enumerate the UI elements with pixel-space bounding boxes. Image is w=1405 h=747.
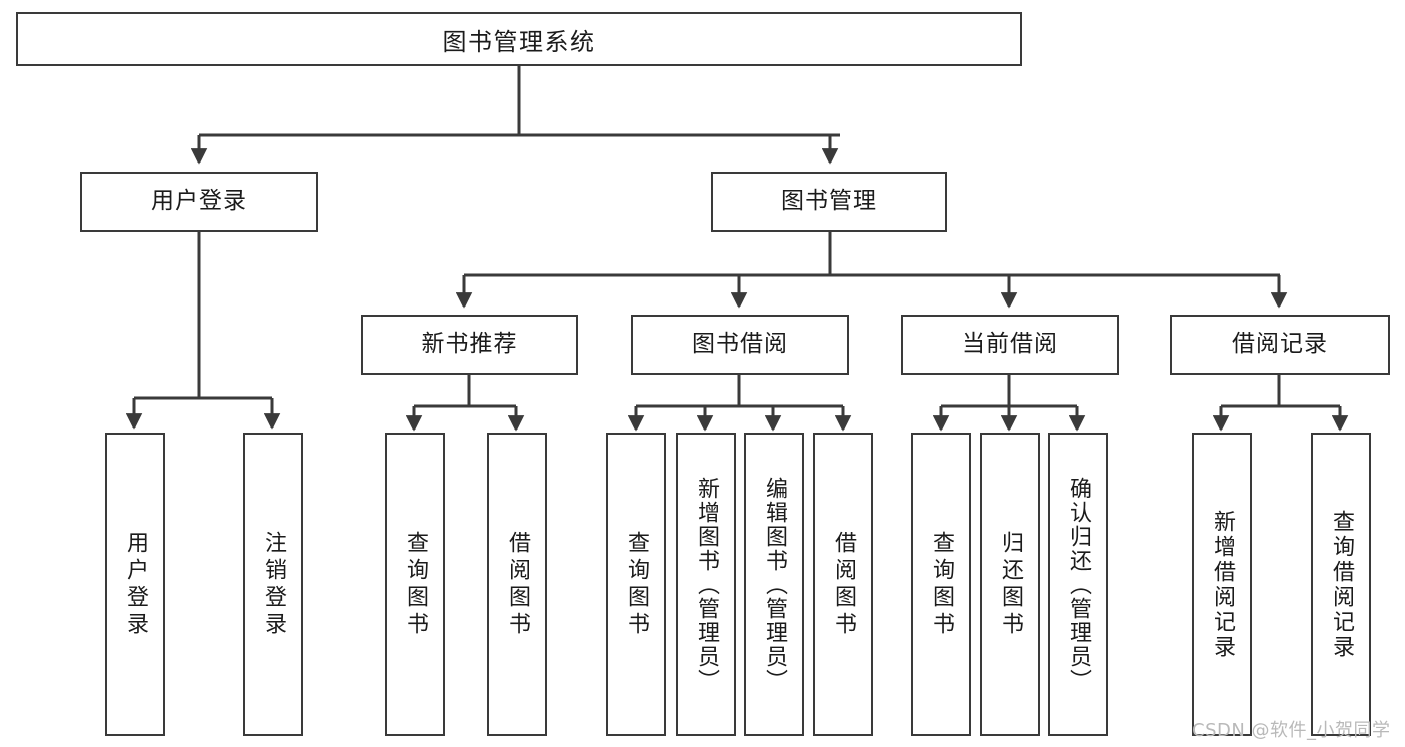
leaf-query-book-recommend[interactable]: 查询图书 <box>385 433 445 736</box>
node-current-borrow[interactable]: 当前借阅 <box>901 315 1119 375</box>
leaf-label: 查询借阅记录 <box>1329 509 1354 660</box>
leaf-label: 查询图书 <box>929 530 954 639</box>
leaf-query-book-borrow[interactable]: 查询图书 <box>606 433 666 736</box>
leaf-add-book-admin[interactable]: 新增图书（管理员） <box>676 433 736 736</box>
leaf-logout-login[interactable]: 注销登录 <box>243 433 303 736</box>
leaf-label: 查询图书 <box>403 530 428 639</box>
leaf-query-borrow-record[interactable]: 查询借阅记录 <box>1311 433 1371 736</box>
node-book-manage[interactable]: 图书管理 <box>711 172 947 232</box>
leaf-label: 新增图书（管理员） <box>694 476 719 693</box>
leaf-user-login[interactable]: 用户登录 <box>105 433 165 736</box>
leaf-confirm-return-admin[interactable]: 确认归还（管理员） <box>1048 433 1108 736</box>
node-borrow-record[interactable]: 借阅记录 <box>1170 315 1390 375</box>
leaf-borrow-book-borrow[interactable]: 借阅图书 <box>813 433 873 736</box>
node-book-borrow[interactable]: 图书借阅 <box>631 315 849 375</box>
leaf-label: 注销登录 <box>261 530 286 639</box>
leaf-edit-book-admin[interactable]: 编辑图书（管理员） <box>744 433 804 736</box>
leaf-label: 借阅图书 <box>831 530 856 639</box>
node-user-login[interactable]: 用户登录 <box>80 172 318 232</box>
leaf-label: 归还图书 <box>998 530 1023 639</box>
leaf-return-book[interactable]: 归还图书 <box>980 433 1040 736</box>
leaf-label: 编辑图书（管理员） <box>762 476 787 693</box>
leaf-add-borrow-record[interactable]: 新增借阅记录 <box>1192 433 1252 736</box>
leaf-label: 借阅图书 <box>505 530 530 639</box>
leaf-label: 新增借阅记录 <box>1210 509 1235 660</box>
leaf-label: 确认归还（管理员） <box>1066 476 1091 693</box>
leaf-query-book-current[interactable]: 查询图书 <box>911 433 971 736</box>
leaf-borrow-book-recommend[interactable]: 借阅图书 <box>487 433 547 736</box>
node-root-system[interactable]: 图书管理系统 <box>16 12 1022 66</box>
node-new-book-recommend[interactable]: 新书推荐 <box>361 315 578 375</box>
csdn-watermark: CSDN @软件_小贺同学 <box>1192 720 1391 741</box>
leaf-label: 用户登录 <box>123 530 148 639</box>
leaf-label: 查询图书 <box>624 530 649 639</box>
